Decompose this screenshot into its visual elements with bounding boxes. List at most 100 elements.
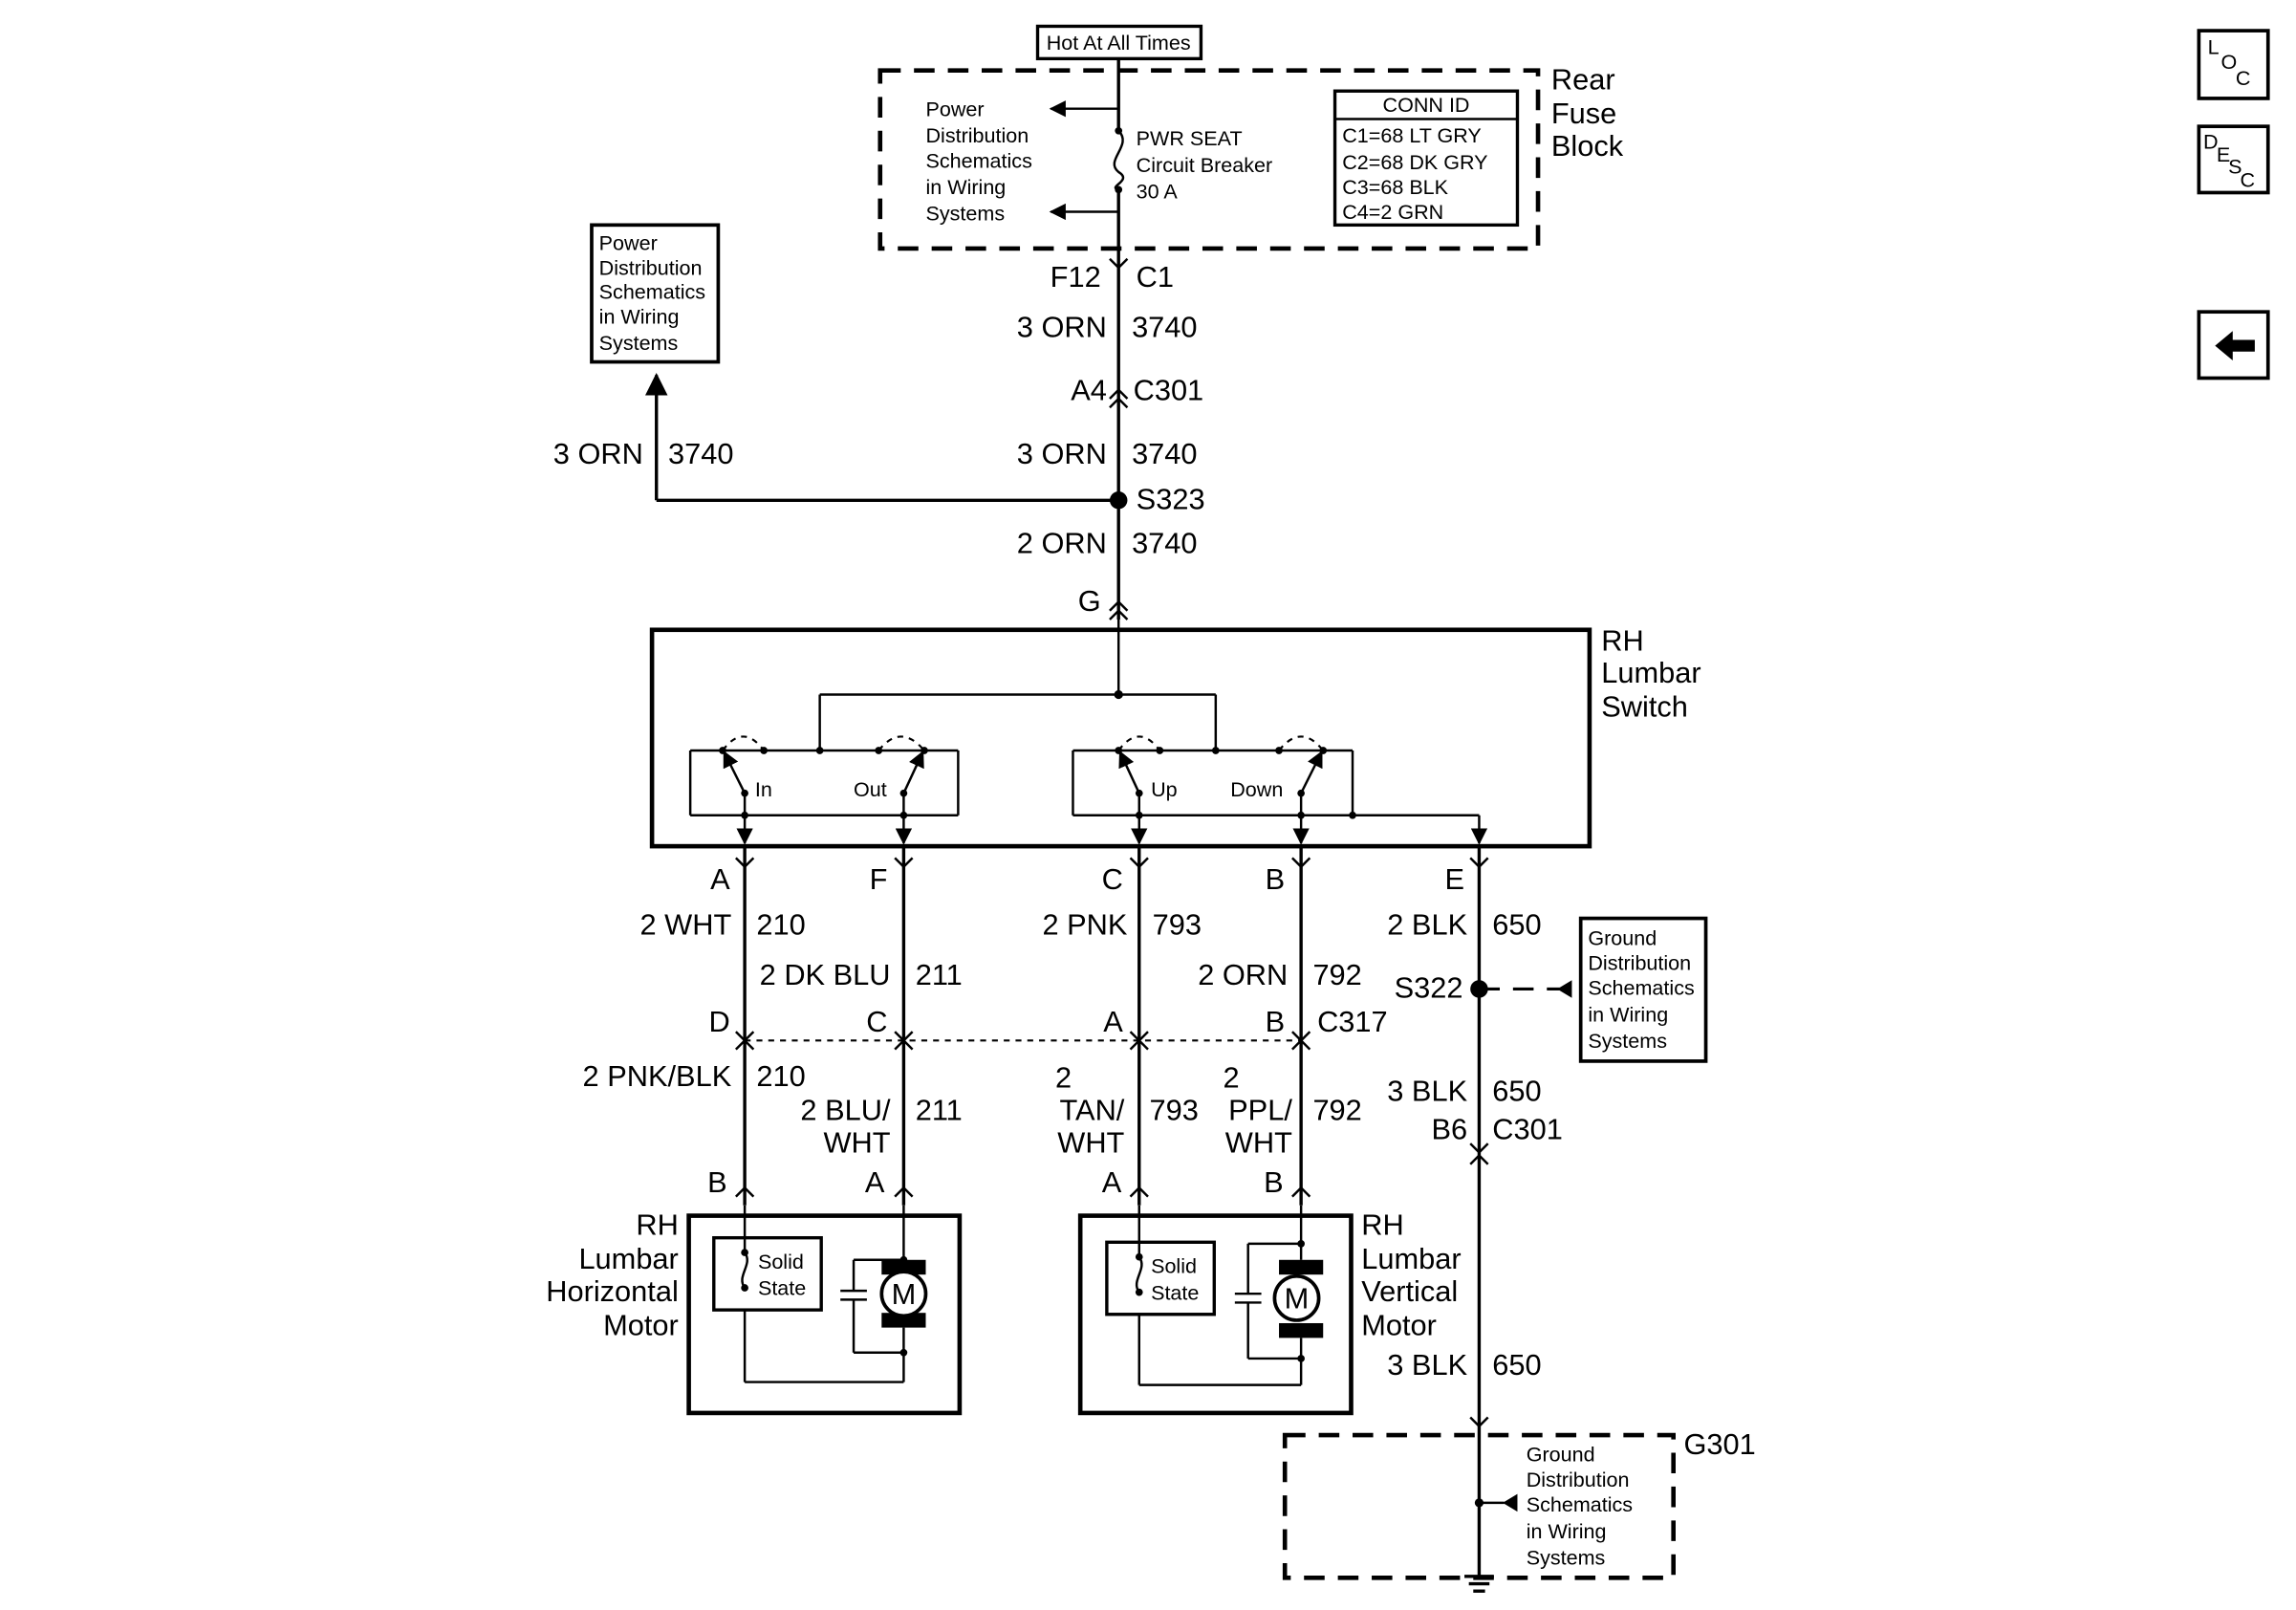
wire-gauge: WHT: [1225, 1125, 1292, 1159]
svg-text:State: State: [1151, 1280, 1199, 1304]
conn-id-table: CONN ID C1=68 LT GRY C2=68 DK GRY C3=68 …: [1332, 89, 1520, 228]
ground-g301: G301 Ground Distribution Schematics in W…: [1282, 1425, 1756, 1593]
switch-pin-f: F: [870, 862, 888, 896]
c317-pin-a: A: [1103, 1005, 1123, 1038]
svg-text:Horizontal: Horizontal: [546, 1274, 679, 1308]
svg-text:Lumbar: Lumbar: [1601, 656, 1700, 689]
svg-text:in Wiring: in Wiring: [925, 175, 1006, 199]
switch-in-label: In: [755, 777, 772, 801]
motor-symbol: M: [1272, 1259, 1324, 1338]
ground-icon: [1464, 1575, 1494, 1593]
wire-gauge: 2 BLU/: [800, 1094, 891, 1127]
svg-text:Switch: Switch: [1601, 690, 1688, 724]
motor-pin-a: A: [865, 1165, 885, 1199]
ground-g301-label: G301: [1683, 1427, 1755, 1461]
svg-text:Vertical: Vertical: [1361, 1274, 1458, 1308]
svg-text:C2=68 DK GRY: C2=68 DK GRY: [1342, 150, 1487, 174]
svg-text:Circuit Breaker: Circuit Breaker: [1137, 153, 1273, 177]
switch-pin-a: A: [710, 862, 730, 896]
circuit-number: 210: [756, 1059, 805, 1093]
circuit-number: 793: [1153, 907, 1202, 941]
svg-text:Solid: Solid: [1151, 1254, 1197, 1278]
circuit-number: 792: [1312, 958, 1361, 991]
wire-gauge: 3 BLK: [1387, 1348, 1467, 1382]
branch-wire-to-pd: [644, 373, 1119, 502]
loc-button[interactable]: L O C: [2197, 29, 2270, 100]
circuit-number: 650: [1492, 907, 1541, 941]
svg-text:Distribution: Distribution: [599, 256, 703, 280]
svg-text:M: M: [892, 1277, 917, 1311]
svg-text:in Wiring: in Wiring: [599, 305, 680, 329]
svg-text:30 A: 30 A: [1137, 180, 1179, 204]
ground-distribution-reference-s322[interactable]: Ground Distribution Schematics in Wiring…: [1578, 916, 1708, 1063]
pin-g: G: [1078, 584, 1101, 618]
pd-reference-left[interactable]: Power Distribution Schematics in Wiring …: [590, 223, 721, 364]
ground-distribution-reference-g301[interactable]: Ground Distribution Schematics in Wiring…: [1527, 1443, 1633, 1570]
motor-pin-a: A: [1102, 1165, 1122, 1199]
svg-text:Lumbar: Lumbar: [578, 1242, 678, 1275]
wire-gauge: TAN/: [1060, 1094, 1125, 1127]
switch-pin-e: E: [1445, 862, 1465, 896]
svg-text:Systems: Systems: [1527, 1546, 1606, 1570]
svg-text:C1=68 LT GRY: C1=68 LT GRY: [1342, 123, 1482, 147]
svg-text:C: C: [2240, 167, 2255, 191]
switch-down-label: Down: [1230, 777, 1283, 801]
rh-lumbar-switch: RH Lumbar Switch In: [649, 619, 1701, 849]
wire-gauge: 2 BLK: [1387, 907, 1467, 941]
c317-pin-c: C: [866, 1005, 887, 1038]
wire-gauge: WHT: [823, 1125, 890, 1159]
lumbar-circuit-wires: [735, 846, 1489, 1428]
motor-symbol: M: [879, 1259, 928, 1328]
svg-text:E: E: [2217, 142, 2230, 166]
hot-at-all-times-label: Hot At All Times: [1035, 24, 1203, 61]
svg-text:Distribution: Distribution: [1527, 1468, 1630, 1491]
switch-pin-c: C: [1102, 862, 1123, 896]
circuit-number: 210: [756, 907, 805, 941]
rear-fuse-block: Rear Fuse Block Power Distribution Schem…: [877, 63, 1624, 251]
connector-c317: C317: [1317, 1005, 1388, 1038]
svg-text:Schematics: Schematics: [1588, 976, 1694, 1000]
circuit-number: 211: [916, 1094, 963, 1127]
back-button[interactable]: [2197, 310, 2270, 381]
circuit-number: 3740: [1132, 437, 1197, 470]
pin-a4: A4: [1071, 374, 1107, 407]
solid-state-box: Solid State: [712, 1235, 823, 1312]
svg-text:Systems: Systems: [599, 331, 679, 355]
wire-gauge: 2 PNK/BLK: [583, 1059, 732, 1093]
switch-up-down-group: Up Down: [1072, 735, 1488, 845]
motor-pin-b: B: [1264, 1165, 1284, 1199]
wire-gauge: 2 PNK: [1042, 907, 1127, 941]
wire-gauge: 2: [1224, 1061, 1240, 1095]
rh-lumbar-vertical-motor: RH Lumbar Vertical Motor Solid State M: [1077, 1205, 1462, 1416]
circuit-number: 3740: [668, 437, 733, 470]
circuit-number: 650: [1492, 1348, 1541, 1382]
svg-text:Motor: Motor: [603, 1308, 679, 1341]
circuit-number: 793: [1150, 1094, 1199, 1127]
connector-c301-lower: C301: [1492, 1113, 1563, 1146]
svg-text:RH: RH: [636, 1208, 678, 1242]
wire-gauge: 3 BLK: [1387, 1074, 1467, 1107]
svg-text:Hot At All Times: Hot At All Times: [1047, 31, 1191, 54]
circuit-number: 3740: [1132, 310, 1197, 343]
fuse-block-pd-reference[interactable]: Power Distribution Schematics in Wiring …: [925, 97, 1031, 225]
wire-gauge: 2 ORN: [1198, 958, 1288, 991]
svg-text:Power: Power: [599, 231, 658, 255]
pin-f12: F12: [1051, 260, 1101, 294]
rear-fuse-block-title-2: Fuse: [1551, 97, 1616, 130]
svg-text:RH: RH: [1361, 1208, 1403, 1242]
wire-gauge: 2 ORN: [1017, 527, 1107, 560]
switch-out-label: Out: [854, 777, 887, 801]
switch-in-out-group: In Out: [688, 735, 960, 819]
svg-text:in Wiring: in Wiring: [1527, 1519, 1607, 1543]
rh-lumbar-horizontal-motor: RH Lumbar Horizontal Motor Solid State M: [546, 1205, 963, 1416]
connector-c301: C301: [1134, 374, 1204, 407]
loc-icon: L O C: [2208, 35, 2251, 90]
svg-text:Solid: Solid: [758, 1250, 804, 1273]
switch-pin-b: B: [1266, 862, 1286, 896]
svg-text:O: O: [2220, 50, 2237, 74]
circuit-number: 3740: [1132, 527, 1197, 560]
wire-gauge: 3 ORN: [1017, 310, 1107, 343]
desc-button[interactable]: D E S C: [2197, 124, 2270, 195]
